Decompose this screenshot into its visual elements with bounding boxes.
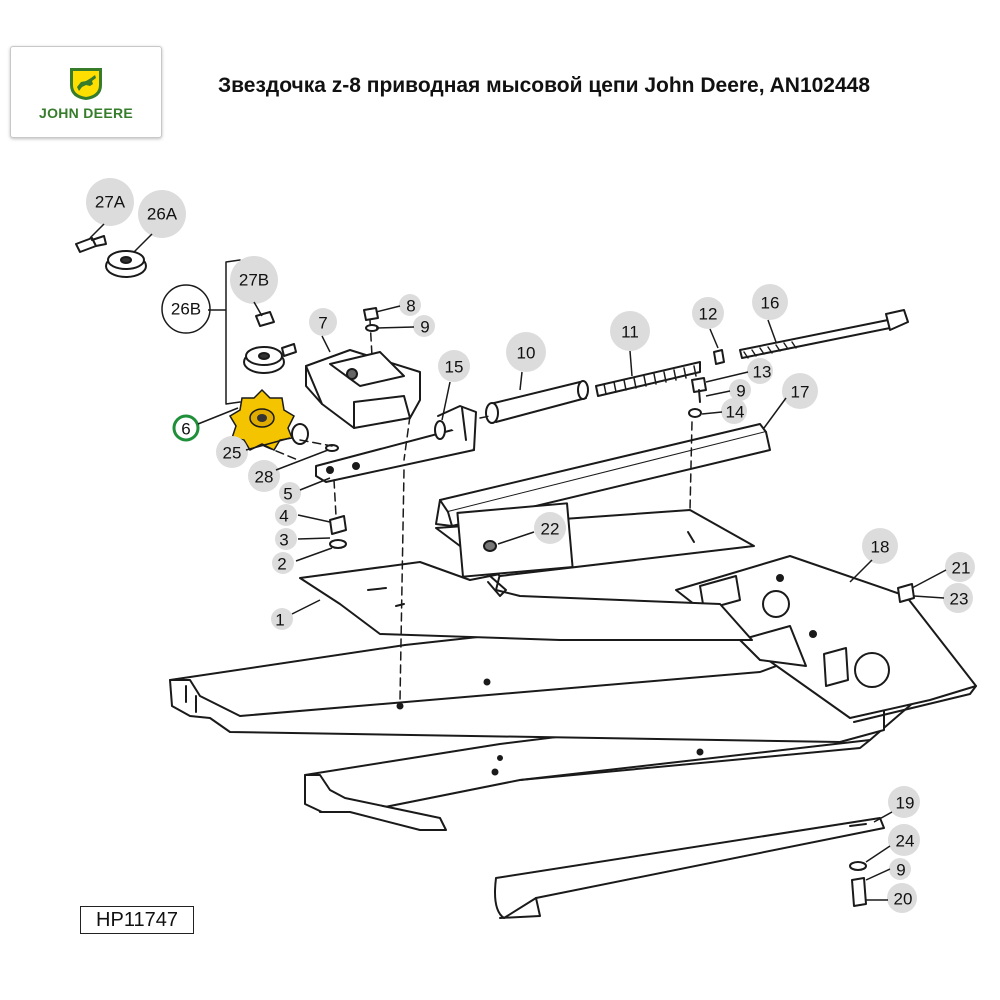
callout-24: 24 <box>896 832 915 851</box>
part-27A-bolt <box>75 235 107 253</box>
part-26A-idler <box>105 250 147 278</box>
callout-4: 4 <box>279 507 288 526</box>
callout-19: 19 <box>896 794 915 813</box>
callout-9-c: 9 <box>896 861 905 880</box>
callout-2: 2 <box>277 555 286 574</box>
callout-23: 23 <box>950 590 969 609</box>
callout-25: 25 <box>223 444 242 463</box>
callout-28: 28 <box>255 468 274 487</box>
lower-pan <box>494 817 885 919</box>
callout-7: 7 <box>318 314 327 333</box>
part-5-arm <box>315 405 477 483</box>
part-6-highlight-ring <box>172 414 200 442</box>
leaping-deer-icon <box>70 68 102 100</box>
part-27B-bolt <box>255 311 275 327</box>
part-16-bolt <box>739 309 909 359</box>
part-26B-idler <box>243 346 285 374</box>
john-deere-logo: JOHN DEERE <box>10 46 162 138</box>
part-6-sprocket-highlighted <box>228 388 295 451</box>
callout-27B: 27B <box>239 271 269 290</box>
callout-3: 3 <box>279 531 288 550</box>
part-25-hub <box>291 423 309 445</box>
part-1-plate <box>299 561 753 641</box>
callout-9: 9 <box>420 318 429 337</box>
drawing-reference-number: HP11747 <box>80 906 194 934</box>
callout-11: 11 <box>621 323 639 342</box>
callout-22: 22 <box>541 520 560 539</box>
callout-20: 20 <box>894 890 913 909</box>
callout-5: 5 <box>283 485 292 504</box>
callout-13: 13 <box>753 363 772 382</box>
callout-9-b: 9 <box>736 382 745 401</box>
callout-17: 17 <box>791 383 810 402</box>
callout-12: 12 <box>699 305 718 324</box>
callout-18: 18 <box>871 538 890 557</box>
callout-1: 1 <box>275 611 284 630</box>
callout-27A: 27A <box>95 193 126 212</box>
callout-21: 21 <box>952 559 971 578</box>
callout-14: 14 <box>726 403 745 422</box>
callout-26A: 26A <box>147 205 178 224</box>
callout-16: 16 <box>761 294 780 313</box>
callout-8: 8 <box>406 297 415 316</box>
page-title: Звездочка z-8 приводная мысовой цепи Joh… <box>218 74 871 97</box>
callout-10: 10 <box>517 344 536 363</box>
part-7-bracket <box>305 349 421 429</box>
callout-6: 6 <box>181 420 190 439</box>
part-10-tube <box>485 380 589 424</box>
part-11-spring <box>595 361 701 397</box>
callout-15: 15 <box>445 358 464 377</box>
part-17-guide-rail <box>435 423 771 527</box>
callout-26B: 26B <box>171 300 201 319</box>
logo-text: JOHN DEERE <box>38 105 134 121</box>
